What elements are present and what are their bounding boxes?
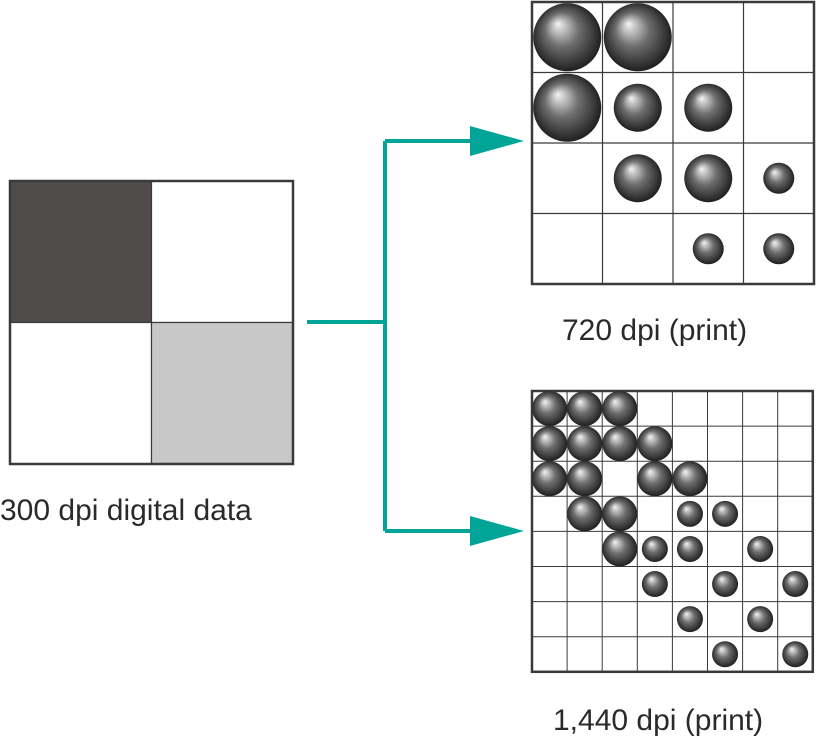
ink-dot-small	[641, 535, 668, 562]
ink-dot-small	[712, 500, 739, 527]
ink-dot-large	[567, 391, 603, 427]
source-caption: 300 dpi digital data	[0, 494, 252, 527]
source-cell	[9, 180, 153, 324]
source-cell	[150, 321, 294, 465]
ink-dot-small	[712, 571, 739, 598]
ink-dot-small	[782, 571, 809, 598]
ink-dot-medium	[613, 83, 662, 132]
grid-border	[530, 389, 815, 674]
ink-dot-large	[532, 461, 568, 497]
ink-dot-small	[763, 233, 795, 265]
ink-dot-large	[672, 461, 708, 497]
ink-dot-small	[676, 606, 703, 633]
print-1440-grid	[530, 389, 815, 674]
ink-dot-small	[747, 606, 774, 633]
connector-arrows	[307, 126, 524, 546]
ink-dot-large	[637, 426, 673, 462]
arrow-head-icon	[470, 126, 524, 156]
ink-dot-large	[637, 461, 673, 497]
ink-dot-small	[641, 571, 668, 598]
print-720-caption: 720 dpi (print)	[562, 314, 748, 347]
connector-line	[307, 139, 478, 533]
ink-dot-large	[602, 426, 638, 462]
print-720-grid	[530, 0, 816, 286]
ink-dot-large	[603, 3, 672, 72]
ink-dot-large	[602, 531, 638, 567]
ink-dot-large	[533, 3, 602, 72]
ink-dot-large	[567, 426, 603, 462]
ink-dot-large	[567, 496, 603, 532]
ink-dot-small	[712, 641, 739, 668]
ink-dot-medium	[684, 83, 733, 132]
ink-dot-small	[747, 535, 774, 562]
ink-dot-small	[782, 641, 809, 668]
ink-dot-large	[567, 461, 603, 497]
source-grid	[8, 179, 295, 466]
ink-dot-small	[763, 162, 795, 194]
ink-dot-small	[676, 535, 703, 562]
grid-border	[530, 0, 816, 286]
source-cell	[150, 180, 294, 324]
ink-dot-large	[602, 391, 638, 427]
ink-dot-medium	[613, 154, 662, 203]
ink-dot-large	[602, 496, 638, 532]
source-border	[8, 179, 295, 466]
ink-dot-small	[676, 500, 703, 527]
ink-dot-large	[532, 426, 568, 462]
ink-dot-large	[532, 391, 568, 427]
ink-dot-small	[692, 233, 724, 265]
print-1440-caption: 1,440 dpi (print)	[553, 704, 764, 737]
ink-dot-large	[533, 73, 602, 142]
arrow-head-icon	[470, 516, 524, 546]
ink-dot-medium	[684, 154, 733, 203]
source-cell	[9, 321, 153, 465]
